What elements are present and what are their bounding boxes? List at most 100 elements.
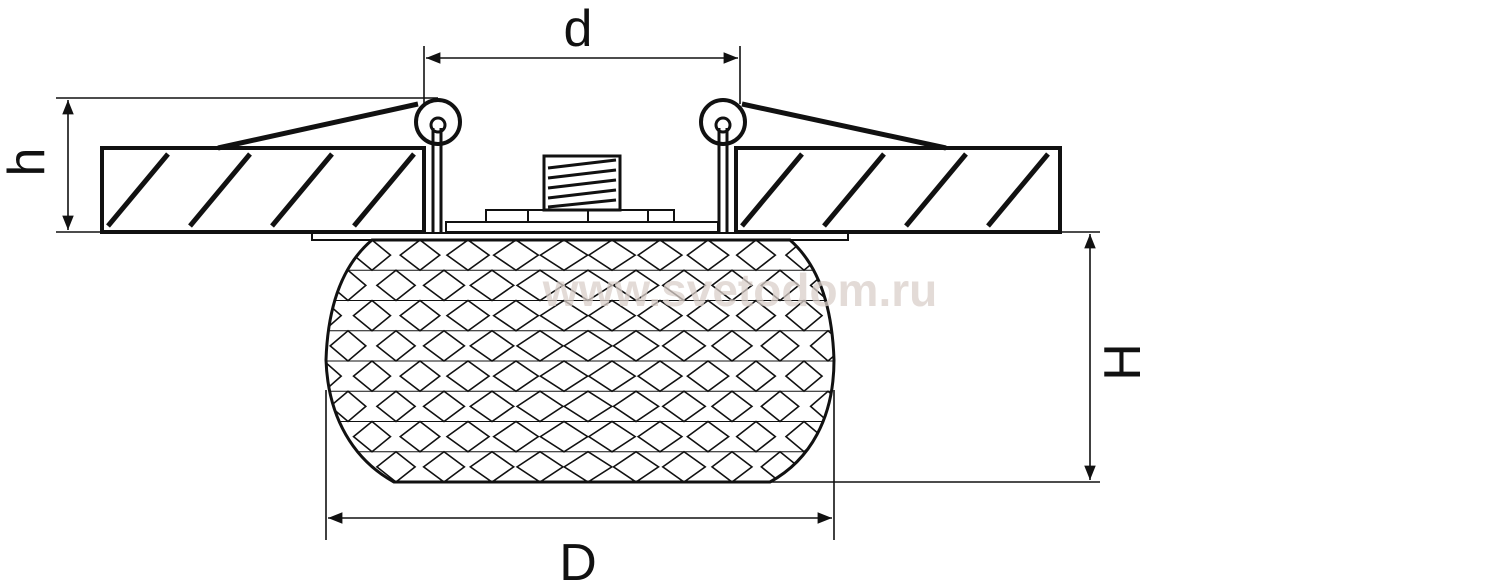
- ceiling-section: [100, 146, 1062, 234]
- facet: [283, 331, 316, 361]
- facet: [661, 269, 707, 302]
- facet: [468, 269, 516, 302]
- facet: [760, 329, 800, 363]
- dimension-H-label: H: [1094, 343, 1152, 381]
- facet: [422, 269, 466, 302]
- facet: [326, 299, 343, 332]
- facet: [326, 359, 343, 393]
- facet: [326, 240, 343, 272]
- dimension-h-label: h: [0, 148, 56, 177]
- spring-clip-right: [699, 98, 947, 232]
- facet: [710, 450, 754, 482]
- facet: [835, 361, 868, 391]
- facet: [445, 420, 491, 453]
- facet: [587, 360, 637, 393]
- facet: [760, 390, 800, 423]
- facet: [398, 240, 442, 272]
- facet: [398, 420, 442, 453]
- facet: [860, 331, 892, 361]
- facet: [375, 329, 417, 363]
- facet: [710, 390, 754, 423]
- dimension-D-label: D: [559, 534, 597, 584]
- facet: [562, 450, 614, 482]
- facet: [809, 450, 834, 482]
- facet: [860, 452, 892, 482]
- facet: [809, 390, 834, 423]
- spring-clip-left: [217, 98, 462, 232]
- facet: [352, 299, 392, 332]
- facet: [515, 450, 565, 482]
- facet: [422, 329, 466, 362]
- facet: [492, 360, 540, 393]
- facet: [492, 240, 540, 272]
- facet: [686, 360, 730, 393]
- facet: [710, 269, 754, 302]
- facet: [784, 359, 824, 393]
- facet: [492, 420, 540, 453]
- facet: [612, 329, 660, 362]
- facet: [636, 240, 684, 272]
- facet: [445, 299, 491, 332]
- facet: [492, 299, 540, 332]
- facet: [375, 450, 417, 482]
- facet: [636, 299, 684, 332]
- facet: [612, 390, 660, 423]
- facet: [612, 269, 660, 302]
- facet: [328, 390, 368, 423]
- ceiling-section-right: [734, 146, 1062, 234]
- dimension-h: [56, 97, 438, 233]
- ceiling-section-left: [100, 146, 426, 234]
- facet: [538, 360, 590, 393]
- facet: [468, 390, 516, 423]
- facet: [352, 420, 392, 453]
- spring-clips: [217, 98, 947, 232]
- facet: [445, 360, 491, 393]
- facet: [562, 390, 614, 423]
- facet: [809, 329, 834, 363]
- facet: [328, 329, 368, 363]
- facet: [562, 329, 614, 362]
- facet: [587, 240, 637, 272]
- facet: [686, 420, 730, 453]
- facet: [398, 359, 442, 393]
- facet: [686, 299, 730, 332]
- facet: [538, 420, 590, 453]
- facet: [326, 420, 343, 453]
- facet: [686, 240, 730, 272]
- facet: [735, 299, 777, 332]
- facet: [587, 299, 637, 332]
- facet: [422, 390, 466, 423]
- facet: [283, 452, 316, 482]
- facet: [398, 299, 442, 332]
- facet: [661, 329, 707, 362]
- facet: [468, 450, 516, 482]
- dimension-H: [770, 231, 1100, 483]
- facet: [283, 391, 316, 421]
- facet: [562, 269, 614, 302]
- facet: [735, 420, 777, 453]
- facet: [422, 450, 466, 482]
- facet: [515, 329, 565, 362]
- facet: [784, 299, 824, 332]
- facet: [468, 329, 516, 362]
- facet: [612, 450, 660, 482]
- facet: [760, 269, 800, 302]
- facet: [587, 420, 637, 453]
- facet: [710, 329, 754, 363]
- dimension-D: [325, 390, 835, 540]
- facet: [735, 240, 777, 272]
- facet: [636, 420, 684, 453]
- facet: [515, 390, 565, 423]
- facet: [283, 270, 316, 300]
- dimension-d-label: d: [564, 0, 593, 58]
- facet: [661, 450, 707, 482]
- facet: [735, 359, 777, 393]
- lamp-socket: [445, 154, 719, 233]
- facet: [860, 391, 892, 421]
- facet: [445, 240, 491, 272]
- facet: [375, 269, 417, 302]
- facet: [375, 390, 417, 423]
- dimension-d: [423, 46, 741, 104]
- facet: [352, 359, 392, 393]
